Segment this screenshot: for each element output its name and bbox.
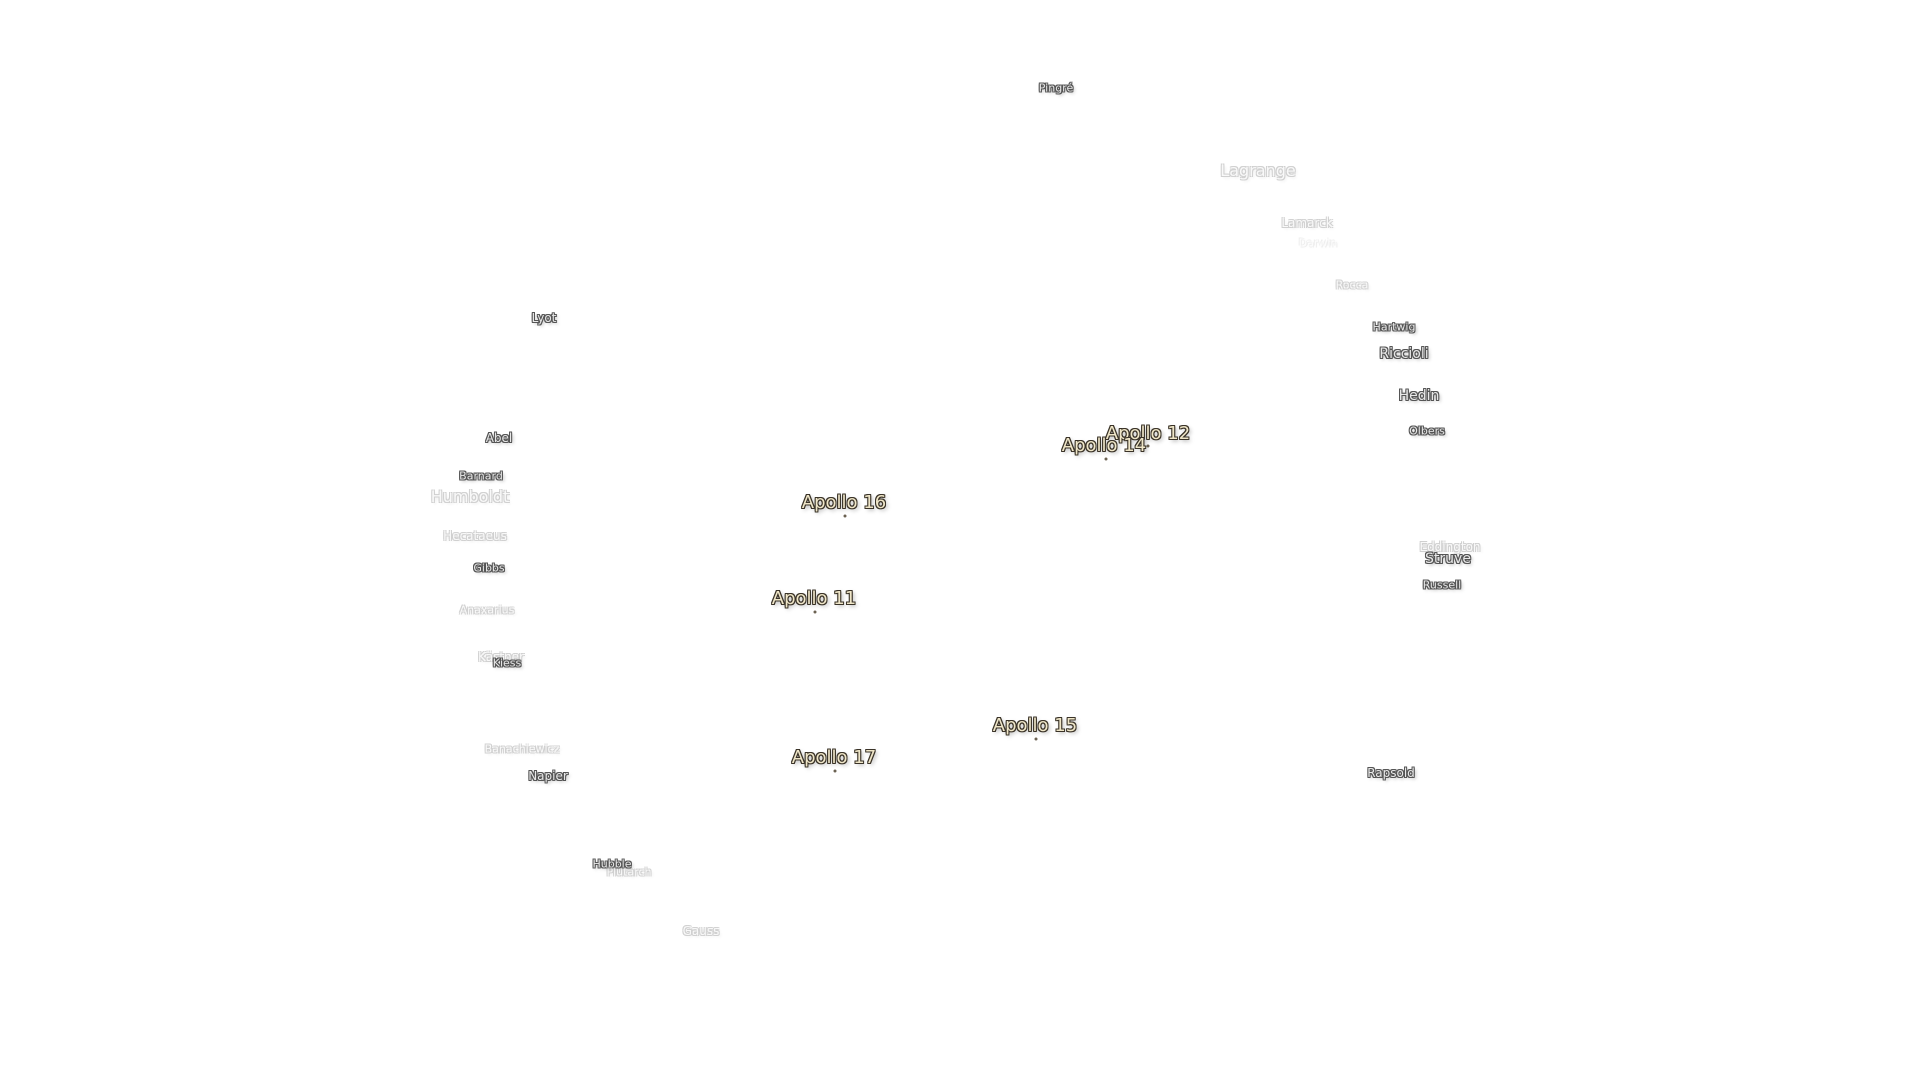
- crater-label: Russell: [1422, 578, 1462, 592]
- crater-label: Olbers: [1409, 424, 1445, 438]
- apollo-12-marker-icon[interactable]: [1146, 444, 1150, 448]
- crater-label: Banachiewicz: [484, 742, 560, 756]
- crater-label: Hecataeus: [443, 529, 507, 543]
- apollo-12-label[interactable]: Apollo 12: [1105, 423, 1191, 444]
- crater-label: Humboldt: [430, 487, 510, 506]
- apollo-17-marker-icon[interactable]: [833, 769, 837, 773]
- crater-label: Barnard: [459, 469, 503, 483]
- crater-label: Hartwig: [1372, 320, 1416, 334]
- crater-label: Darwin: [1298, 236, 1338, 250]
- crater-label: Gauss: [682, 924, 720, 938]
- crater-label: Riccioli: [1379, 346, 1429, 362]
- apollo-11-marker-icon[interactable]: [813, 610, 817, 614]
- crater-label: Lyot: [531, 311, 557, 325]
- crater-label: Struve: [1425, 551, 1471, 567]
- crater-label: Eddington: [1419, 540, 1481, 554]
- crater-label: Lagrange: [1220, 161, 1296, 180]
- crater-label: Lamarck: [1281, 216, 1333, 230]
- apollo-16-marker-icon[interactable]: [843, 514, 847, 518]
- crater-label: Rocca: [1335, 278, 1369, 292]
- apollo-15-label[interactable]: Apollo 15: [992, 715, 1078, 736]
- crater-label: Hedin: [1398, 388, 1440, 404]
- apollo-17-label[interactable]: Apollo 17: [791, 747, 877, 768]
- crater-label: Hubble: [592, 857, 632, 871]
- crater-label: Kästner: [478, 650, 524, 664]
- crater-label: Anaxarius: [459, 603, 515, 617]
- apollo-16-label[interactable]: Apollo 16: [801, 492, 887, 513]
- crater-label: Plutarch: [606, 865, 652, 879]
- crater-label: Abel: [485, 431, 513, 445]
- apollo-15-marker-icon[interactable]: [1034, 737, 1038, 741]
- apollo-14-label[interactable]: Apollo 14: [1061, 435, 1147, 456]
- crater-label: Napier: [528, 769, 568, 783]
- crater-label: Rapsold: [1367, 766, 1415, 780]
- apollo-14-marker-icon[interactable]: [1104, 457, 1108, 461]
- crater-label: Gibbs: [473, 561, 505, 575]
- apollo-11-label[interactable]: Apollo 11: [771, 588, 857, 609]
- crater-label: Pingré: [1038, 81, 1074, 95]
- crater-label: Kiess: [492, 656, 522, 670]
